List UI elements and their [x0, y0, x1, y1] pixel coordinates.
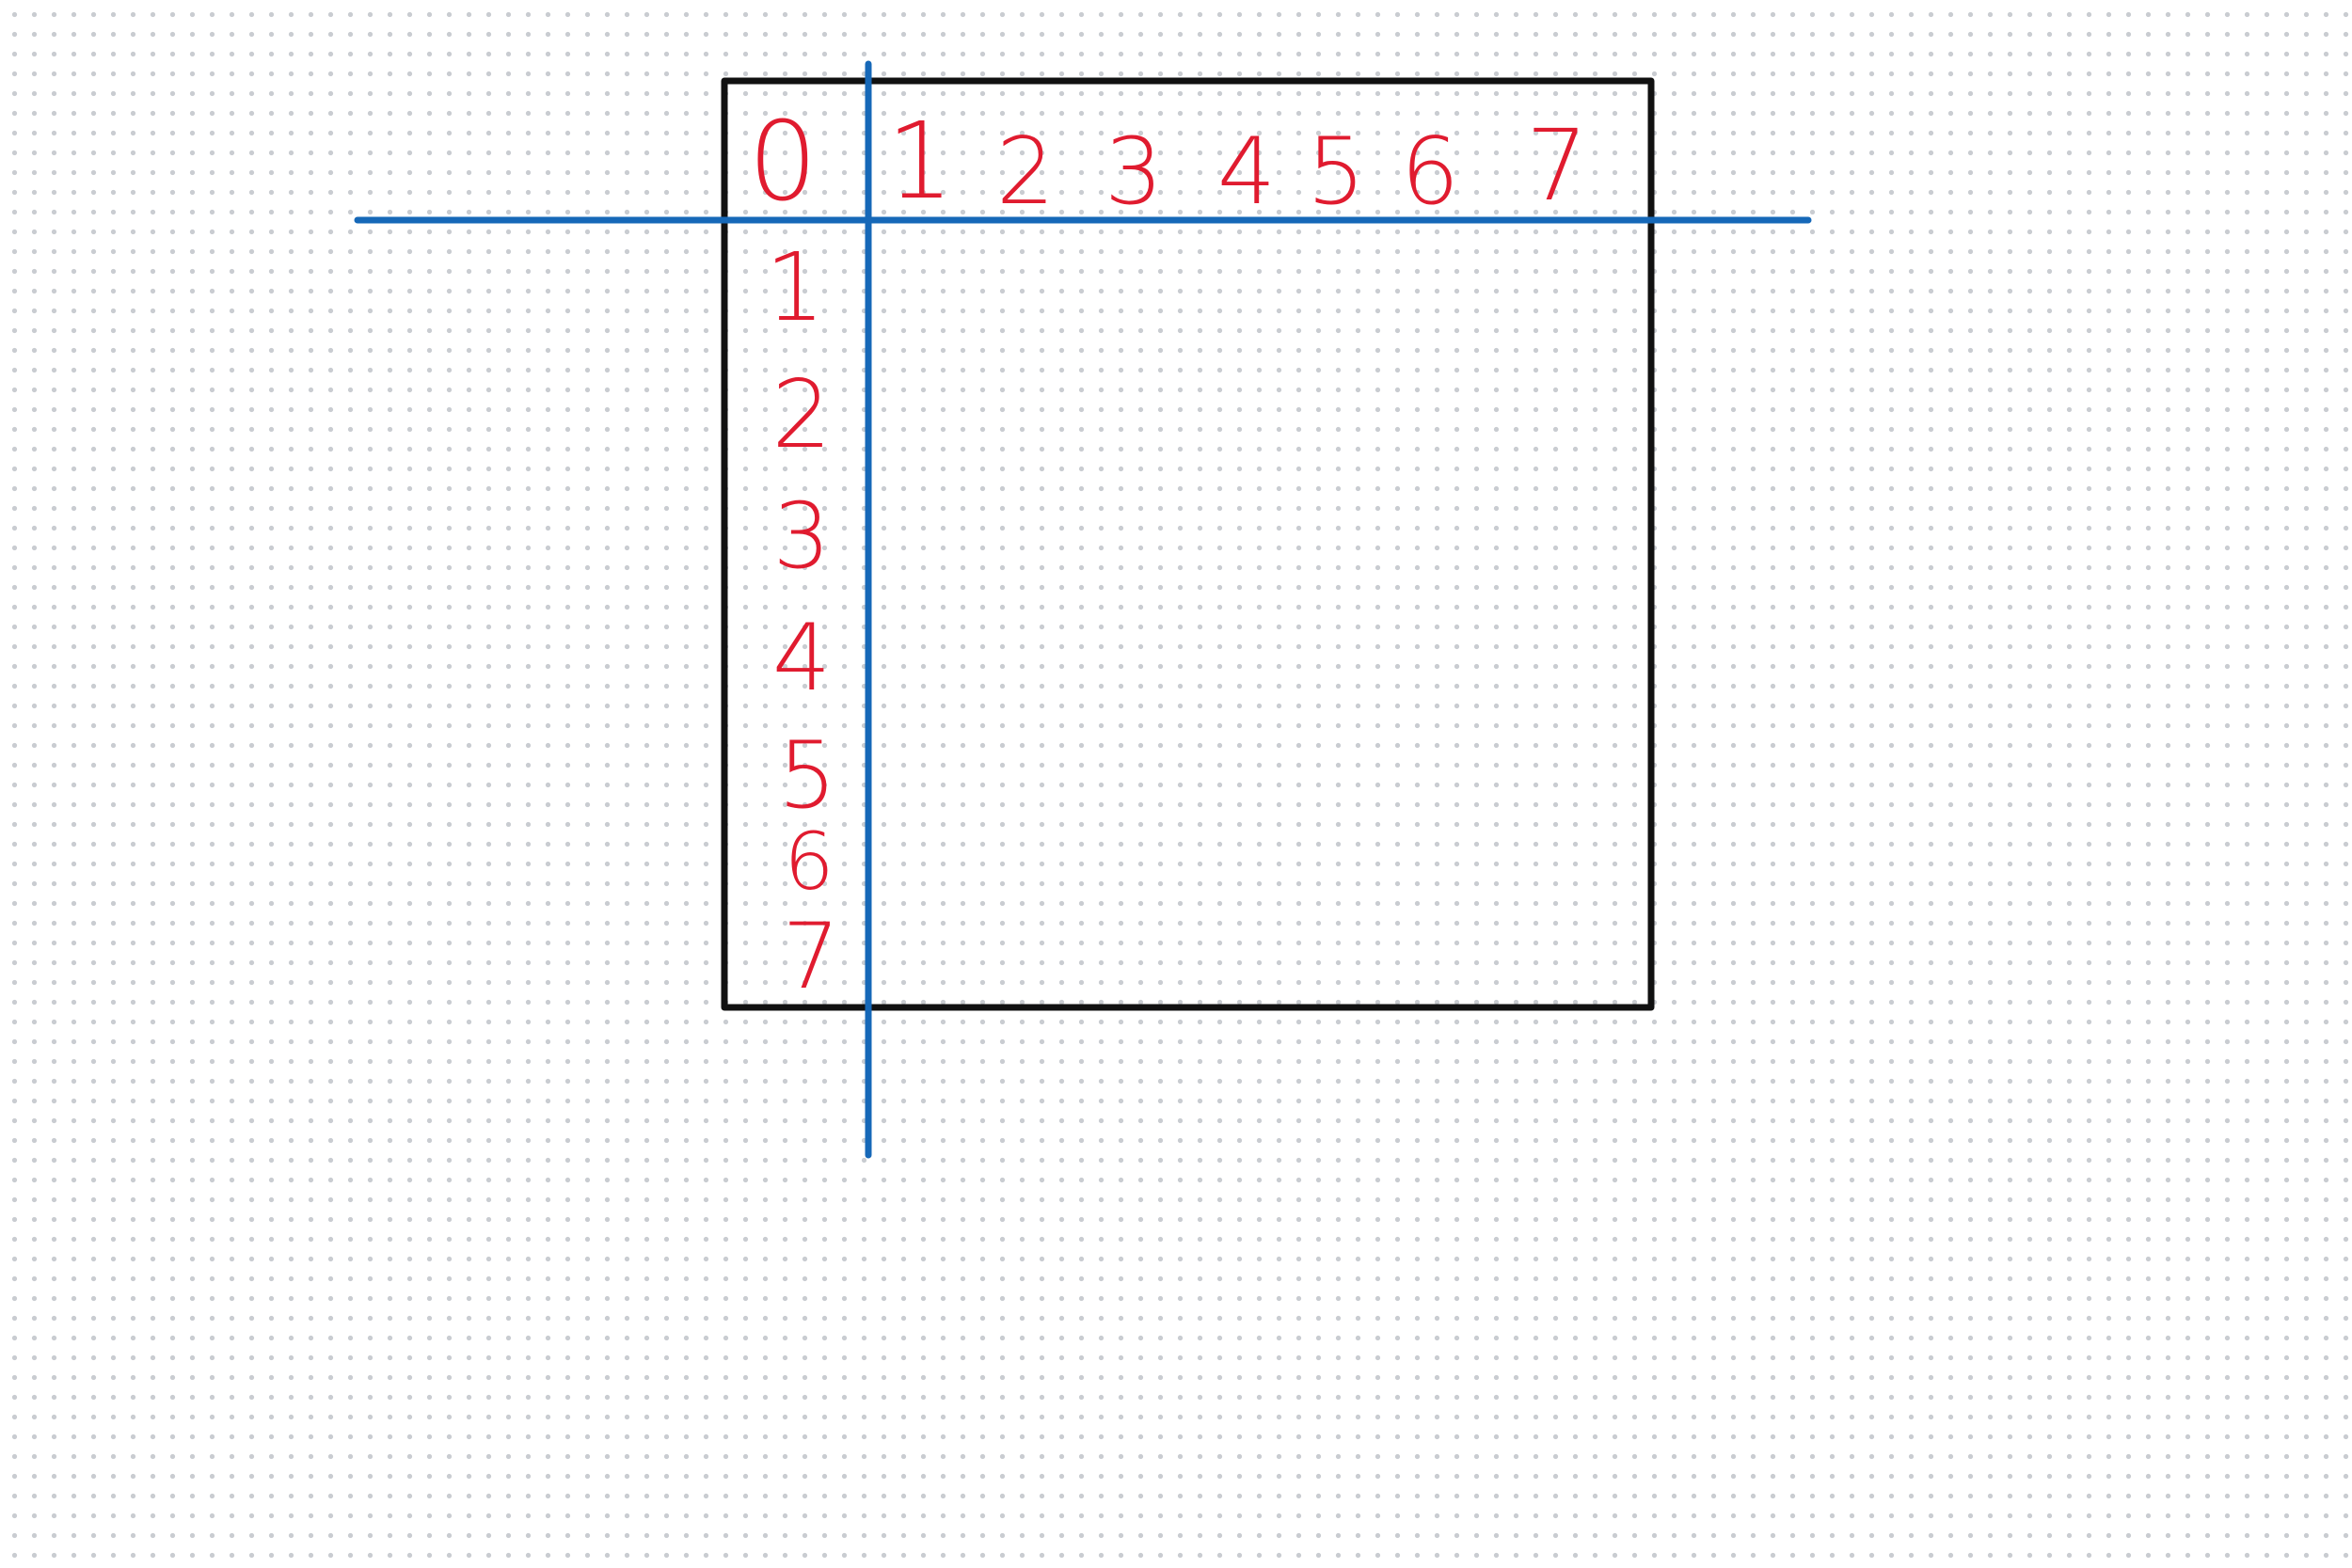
- column-label: 7: [1526, 108, 1588, 223]
- column-labels: 1 2 3 4 5 6 7: [886, 101, 1588, 226]
- row-label: 5: [778, 722, 836, 830]
- outer-box: [721, 77, 1655, 1011]
- column-label: 6: [1401, 119, 1459, 226]
- origin-label: 0: [748, 99, 818, 226]
- row-label: 1: [765, 232, 825, 342]
- column-label: 5: [1307, 119, 1365, 226]
- column-label: 1: [886, 101, 953, 223]
- column-label: 2: [996, 119, 1055, 226]
- column-label: 4: [1217, 119, 1276, 226]
- row-label: 3: [772, 483, 830, 589]
- row-label: 7: [782, 904, 839, 1009]
- row-label: 6: [784, 816, 834, 908]
- row-label: 2: [771, 359, 832, 469]
- row-label: 4: [772, 605, 831, 712]
- column-label: 3: [1104, 119, 1163, 226]
- row-labels: 1 2 3 4 5 6 7: [765, 232, 839, 1009]
